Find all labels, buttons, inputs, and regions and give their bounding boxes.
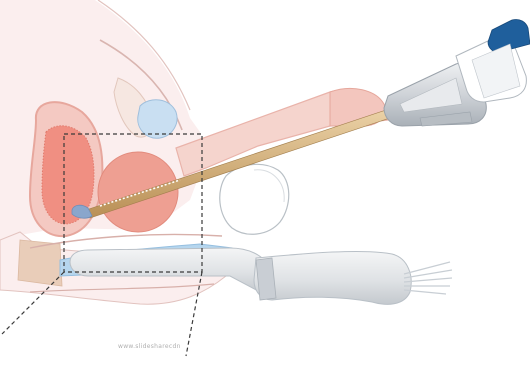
- probe-handle: [254, 251, 411, 304]
- buttock-block: [18, 240, 62, 286]
- fine-print-credit: www.slidesharecdn: [118, 343, 181, 350]
- seminal-vesicle: [138, 100, 177, 138]
- probe-handle-band: [256, 258, 276, 300]
- scrotum: [220, 164, 289, 234]
